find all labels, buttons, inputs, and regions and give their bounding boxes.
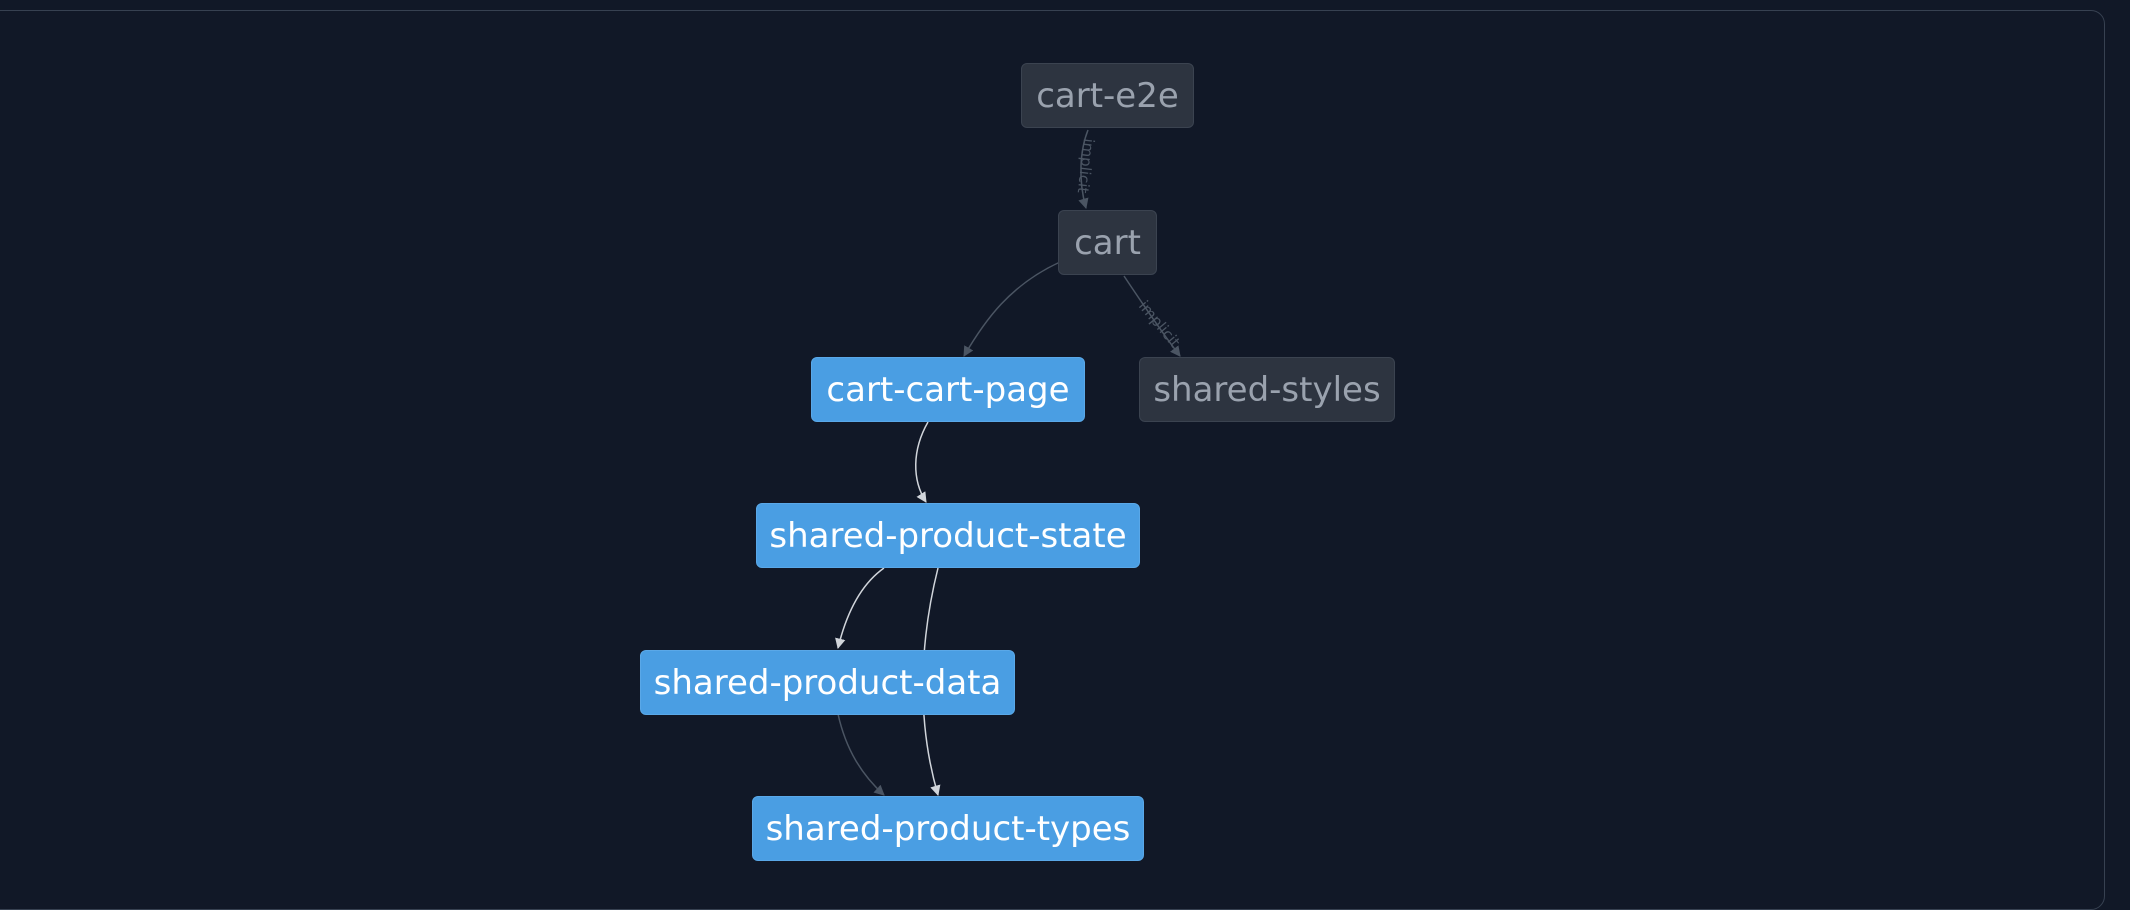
edge-cart-to-cart-cart-page xyxy=(963,261,1061,357)
edge-label-implicit-1: implicit xyxy=(1074,138,1098,195)
edge-shared-product-data-to-shared-product-types xyxy=(837,713,885,796)
node-label: shared-product-data xyxy=(653,662,1002,703)
node-label: shared-styles xyxy=(1153,369,1381,410)
node-label: cart-e2e xyxy=(1036,75,1179,116)
node-shared-styles[interactable]: shared-styles xyxy=(1139,357,1395,422)
node-label: cart-cart-page xyxy=(826,369,1070,410)
node-label: shared-product-state xyxy=(769,515,1127,556)
node-cart-e2e[interactable]: cart-e2e xyxy=(1021,63,1194,128)
node-cart-cart-page[interactable]: cart-cart-page xyxy=(811,357,1085,422)
graph-panel xyxy=(0,10,2105,910)
node-shared-product-types[interactable]: shared-product-types xyxy=(752,796,1144,861)
node-label: cart xyxy=(1074,222,1141,263)
edge-shared-product-state-to-shared-product-data xyxy=(835,567,885,650)
graph-canvas: implicit implicit xyxy=(835,129,1184,797)
node-shared-product-state[interactable]: shared-product-state xyxy=(756,503,1140,568)
edge-cart-to-shared-styles xyxy=(1123,275,1181,357)
node-cart[interactable]: cart xyxy=(1058,210,1157,275)
node-shared-product-data[interactable]: shared-product-data xyxy=(640,650,1015,715)
edge-label-implicit-2: implicit xyxy=(1135,297,1184,351)
edge-cart-e2e-to-cart xyxy=(1078,129,1089,210)
edge-cart-cart-page-to-shared-product-state xyxy=(915,421,929,503)
node-label: shared-product-types xyxy=(765,808,1131,849)
